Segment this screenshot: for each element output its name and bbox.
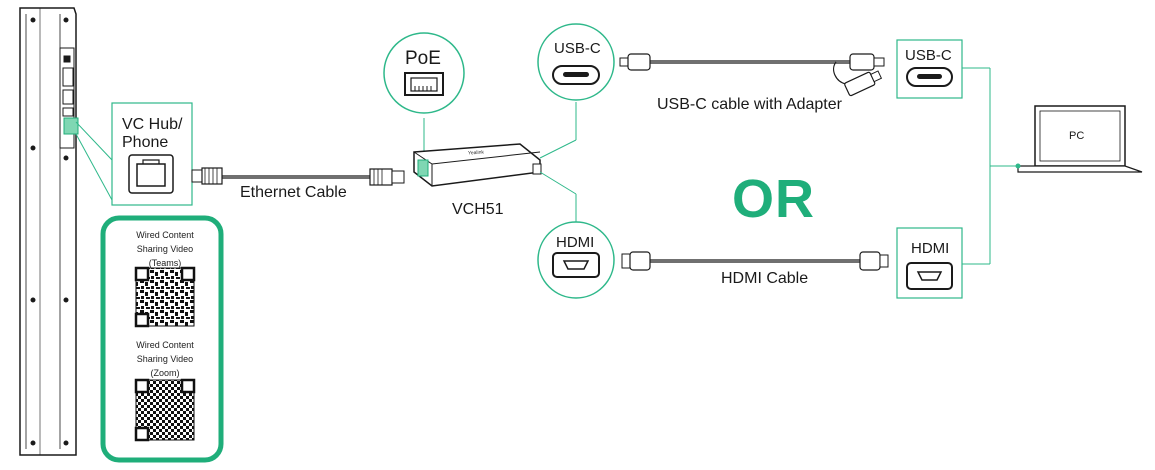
qr-teams-line2: Sharing Video [136, 244, 194, 254]
hdmi-cable-label: HDMI Cable [721, 270, 809, 287]
leader-line-bottom [75, 133, 113, 201]
video-bar-device [19, 7, 79, 456]
usbc-right-label: USB-C [905, 47, 952, 64]
vc-hub-box [111, 102, 193, 206]
hdmi-left-label: HDMI [556, 234, 595, 251]
usbc-right-box [896, 39, 963, 99]
hdmi-right-box [896, 227, 963, 299]
qr-teams-line1: Wired Content [136, 230, 194, 240]
hdmi-left-badge [537, 171, 615, 299]
qr-teams-caption: Wired Content Sharing Video (Teams) [110, 228, 220, 270]
or-label: OR [732, 169, 815, 229]
poe-label: PoE [405, 48, 441, 69]
device-brand-mark: Yealink [467, 149, 485, 157]
qr-teams-line3: (Teams) [148, 258, 182, 268]
usbc-left-badge [537, 23, 615, 159]
poe-badge [383, 32, 465, 160]
vch51-label: VCH51 [452, 201, 504, 218]
ethernet-cable-label: Ethernet Cable [240, 184, 347, 201]
vch51-device [413, 143, 542, 187]
hdmi-cable [621, 251, 889, 271]
qr-zoom-line1: Wired Content [136, 340, 194, 350]
qr-zoom-line2: Sharing Video [136, 354, 194, 364]
qr-zoom-line3: (Zoom) [150, 368, 180, 378]
ethernet-cable [191, 167, 405, 186]
hub-label-line2: Phone [122, 134, 169, 151]
usbc-left-label: USB-C [554, 40, 601, 57]
usbc-cable [619, 53, 885, 97]
leader-line-top [75, 121, 113, 161]
hdmi-right-label: HDMI [911, 240, 950, 257]
laptop-pc [1015, 105, 1143, 173]
pc-connector-lines [962, 67, 1018, 265]
pc-label: PC [1069, 130, 1085, 142]
usbc-cable-label: USB-C cable with Adapter [657, 96, 842, 113]
qr-panel [100, 215, 224, 463]
hub-label-line1: VC Hub/ [122, 116, 183, 133]
qr-zoom-caption: Wired Content Sharing Video (Zoom) [110, 338, 220, 380]
